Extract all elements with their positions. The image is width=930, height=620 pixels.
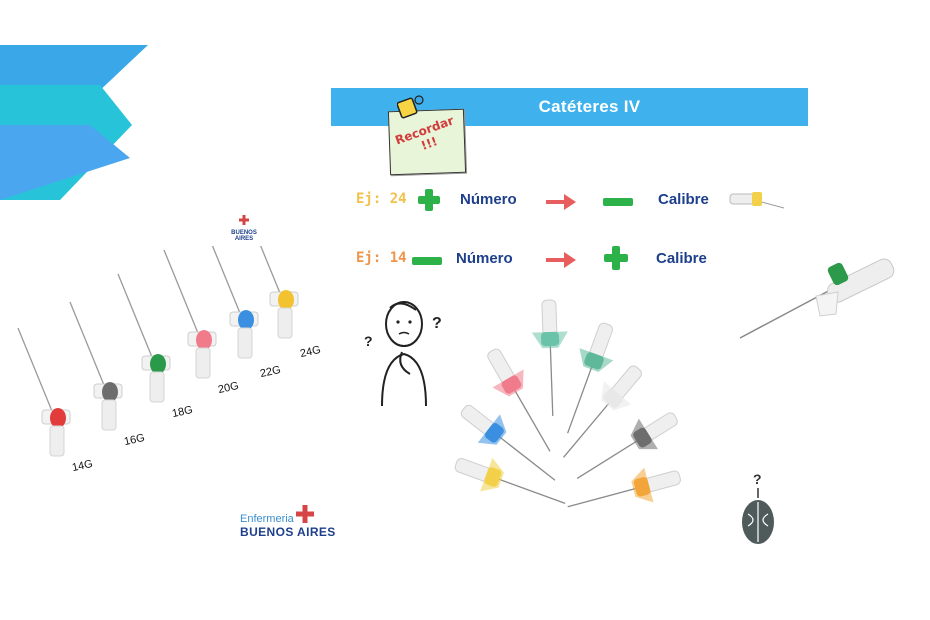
plus-icon [418, 189, 440, 211]
svg-text:?: ? [432, 315, 442, 332]
svg-text:?: ? [364, 333, 373, 349]
catheter-24g-icon [729, 192, 784, 209]
pin-icon [397, 95, 424, 119]
arrow-right-icon [546, 252, 576, 268]
gauge-label-text: 20G [216, 379, 240, 397]
gauge-label-text: 16G [122, 431, 146, 449]
cross-icon [239, 215, 249, 225]
fan-catheter [563, 365, 642, 458]
rule-example-1: Ej: 24 [356, 191, 407, 207]
arrow-right-icon [546, 194, 576, 210]
gauge-label-text: 24G [298, 343, 322, 361]
catheter-20G [163, 249, 217, 379]
plus-icon [604, 246, 628, 270]
logo-enfermeria: Enfermeria BUENOS AIRES [240, 505, 336, 539]
brain-question-icon: ? [742, 471, 774, 544]
page-title: Catéteres IV [538, 97, 641, 116]
catheter-single-image [739, 258, 895, 339]
gauge-label-24g: 24G [298, 342, 322, 361]
fan-catheter [576, 412, 678, 479]
catheter-22G [211, 246, 259, 359]
gauge-label-text: 14G [70, 457, 94, 475]
rule-calibre-label-2: Calibre [656, 250, 707, 267]
rule-number-label-2: Número [456, 250, 513, 267]
logo-small-text: BUENOS AIRES [231, 230, 257, 242]
thinking-person-icon: ? ? [364, 301, 442, 407]
rule-number-label-1: Número [460, 191, 517, 208]
fan-catheter [567, 467, 681, 508]
catheter-fan-illustration [454, 299, 681, 508]
cross-icon [295, 505, 314, 523]
fan-catheter [487, 348, 551, 452]
catheter-18G [117, 273, 171, 403]
catheter-16G [69, 301, 123, 431]
fan-catheter [567, 322, 614, 434]
rule-example-2: Ej: 14 [356, 250, 407, 266]
fan-catheter [531, 299, 568, 416]
logo-line2: BUENOS AIRES [240, 525, 336, 539]
gauge-label-text: 18G [170, 403, 194, 421]
gauge-label-22g: 22G [258, 362, 282, 381]
catheter-gauge-lineup [17, 246, 299, 457]
logo-small: BUENOS AIRES [224, 212, 264, 242]
gauge-label-16g: 16G [122, 430, 146, 449]
svg-text:?: ? [753, 471, 762, 487]
gauge-label-14g: 14G [70, 456, 94, 475]
rule-calibre-label-1: Calibre [658, 191, 709, 208]
minus-icon [412, 257, 442, 265]
fan-catheter [460, 404, 556, 481]
decorative-stripes [0, 45, 148, 200]
gauge-label-20g: 20G [216, 378, 240, 397]
gauge-label-18g: 18G [170, 402, 194, 421]
catheter-14G [17, 327, 71, 457]
catheter-24G [260, 246, 299, 339]
gauge-label-text: 22G [258, 363, 282, 381]
fan-catheter [454, 457, 566, 504]
minus-icon [603, 198, 633, 206]
logo-line1: Enfermeria [240, 513, 294, 525]
